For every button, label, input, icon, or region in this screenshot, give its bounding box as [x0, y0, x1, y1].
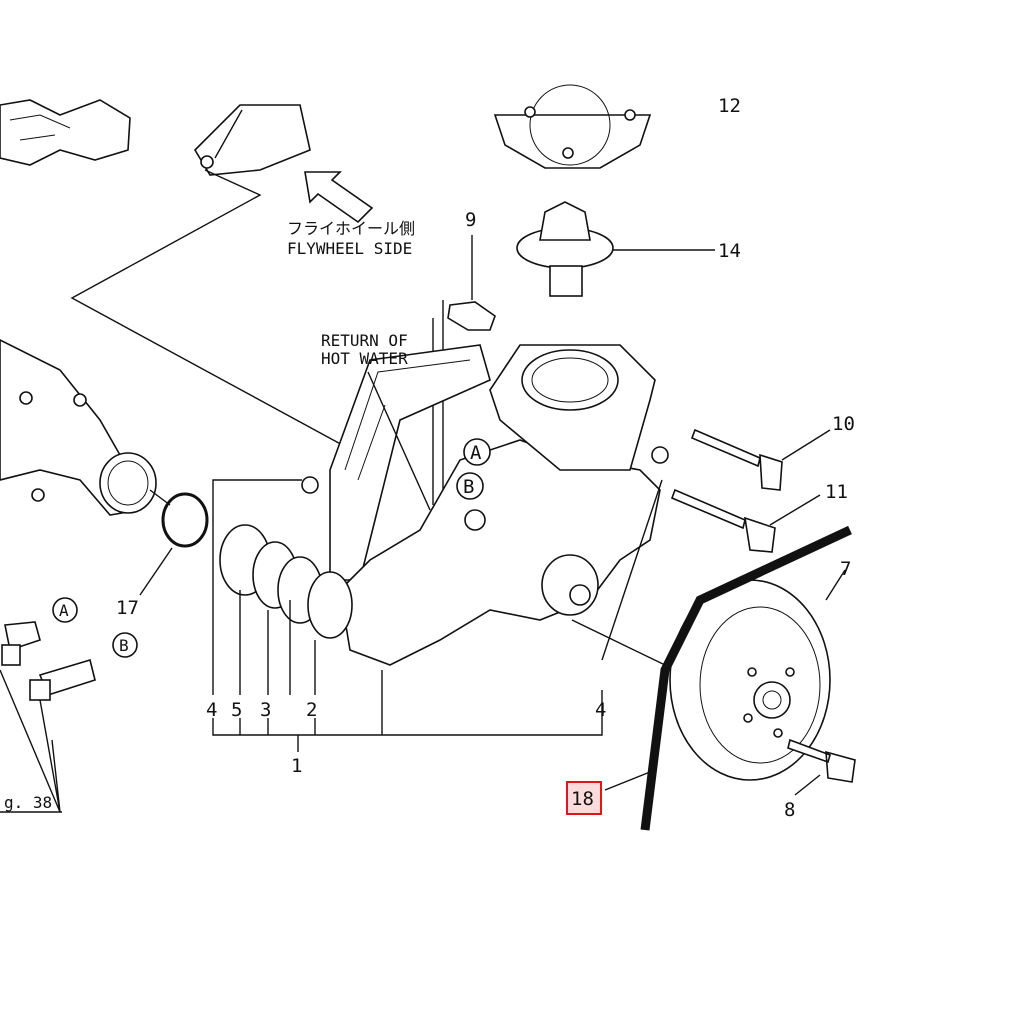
sensor-b — [29, 658, 96, 701]
marker-a — [463, 438, 491, 466]
callout-1: 1 — [291, 755, 302, 777]
callout-9: 9 — [465, 209, 476, 231]
note-line2: HOT WATER — [321, 349, 408, 368]
callout-8: 8 — [784, 799, 795, 821]
marker-b-left — [112, 632, 138, 658]
callout-12: 12 — [718, 95, 741, 117]
callout-11: 11 — [825, 481, 848, 503]
marker-a-left-text: A — [59, 601, 69, 620]
v-belt-18 — [640, 525, 852, 831]
sensor-a — [1, 621, 41, 666]
marker-a-left — [52, 597, 78, 623]
callout-18-highlight[interactable] — [566, 781, 602, 815]
callout-5: 5 — [231, 699, 242, 721]
callout-14: 14 — [718, 240, 741, 262]
thermostat — [516, 201, 614, 297]
flywheel-side-jp: フライホイール側 — [287, 219, 415, 238]
bolt-8 — [787, 738, 856, 783]
o-ring-17 — [161, 492, 209, 548]
bolt-11 — [670, 488, 776, 553]
figure-reference: g. 38 — [4, 793, 52, 812]
pulley-7 — [669, 579, 831, 781]
callout-10: 10 — [832, 413, 855, 435]
callout-3: 3 — [260, 699, 271, 721]
impeller-stack — [219, 524, 353, 639]
callout-4-left: 4 — [206, 699, 217, 721]
callout-17: 17 — [116, 597, 139, 619]
bolt-10 — [690, 428, 783, 491]
water-pump-body — [301, 344, 669, 666]
callout-2: 2 — [306, 699, 317, 721]
thermostat-gasket — [493, 114, 652, 169]
gasket-fragment — [193, 104, 311, 176]
engine-block-fragment — [0, 99, 131, 166]
flywheel-side-en: FLYWHEEL SIDE — [287, 239, 412, 258]
callout-4-right: 4 — [595, 699, 606, 721]
callout-18: 18 — [571, 788, 594, 810]
marker-b-text: B — [463, 476, 474, 498]
note-line1: RETURN OF — [321, 331, 408, 350]
bolt-9 — [447, 301, 496, 331]
marker-b-left-text: B — [119, 636, 129, 655]
callout-7: 7 — [840, 558, 851, 580]
flywheel-direction-arrow — [304, 171, 374, 224]
marker-a-text: A — [470, 442, 482, 464]
marker-b — [456, 472, 484, 500]
